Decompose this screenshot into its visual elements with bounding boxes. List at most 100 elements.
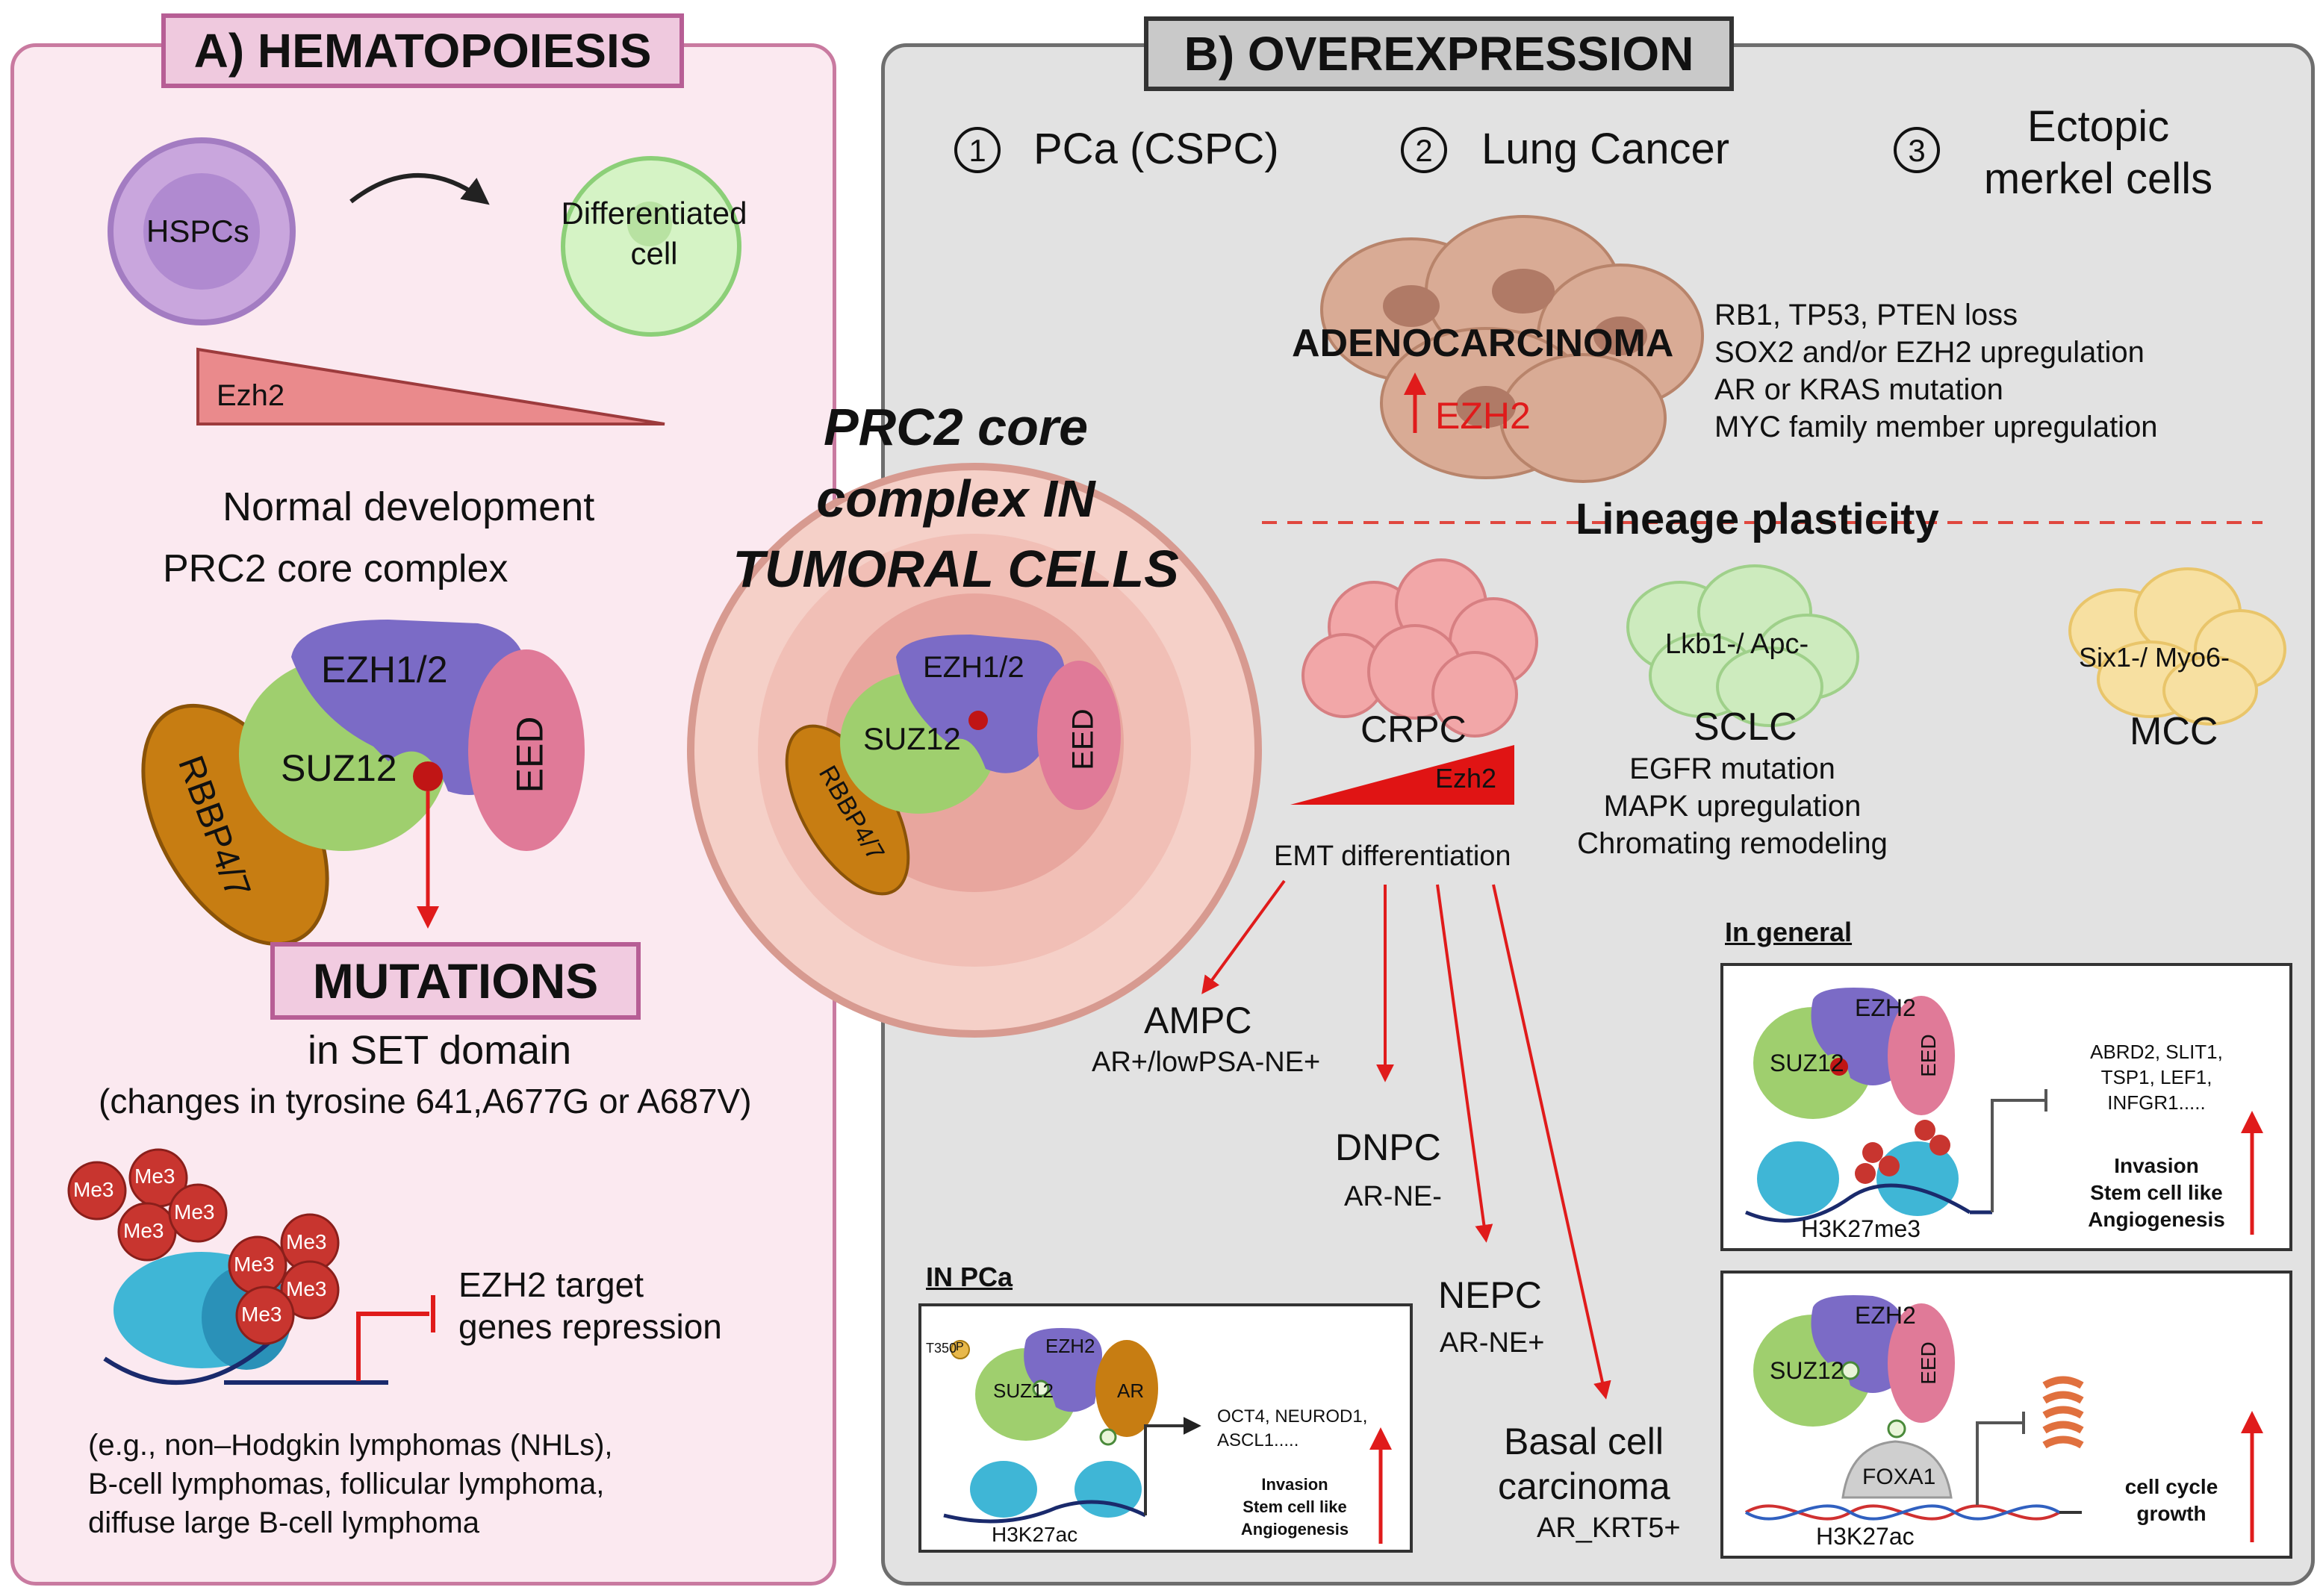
nepc-label: NEPC <box>1438 1274 1542 1316</box>
crpc-ezh2-label: Ezh2 <box>1435 763 1497 794</box>
me3-label: Me3 <box>123 1219 164 1242</box>
mutation-changes: (changes in tyrosine 641,A677G or A687V) <box>99 1082 752 1120</box>
general-box-1-graphics <box>1745 988 2263 1235</box>
ampc-label: AMPC <box>1144 1000 1252 1041</box>
box2-effect-1: cell cycle <box>2124 1475 2218 1498</box>
box2-effect-2: growth <box>2136 1502 2207 1525</box>
pca-effect-3: Angiogenesis <box>1240 1520 1349 1539</box>
box2-mark-label: H3K27ac <box>1816 1523 1915 1550</box>
me3-label: Me3 <box>234 1253 275 1276</box>
mcc-cells-icon <box>2068 567 2286 726</box>
ezh2-gradient-triangle <box>196 347 665 426</box>
crpc-cells-icon <box>1301 558 1538 738</box>
box1-eed-label: EED <box>1916 1034 1940 1077</box>
sclc-list-3: Chromating remodeling <box>1577 827 1888 860</box>
adeno-list-4: MYC family member upregulation <box>1714 411 2158 443</box>
mcc-genes-label: Six1-/ Myo6- <box>2079 642 2230 673</box>
mutations-box: MUTATIONS <box>270 942 641 1020</box>
box1-genes-1: ABRD2, SLIT1, <box>2090 1041 2223 1063</box>
box1-genes-2: TSP1, LEF1, <box>2100 1066 2212 1088</box>
box1-effect-1: Invasion <box>2114 1154 2199 1177</box>
center-eed-label: EED <box>1066 708 1100 770</box>
box2-foxa1-label: FOXA1 <box>1862 1465 1936 1489</box>
adenocarcinoma-nuclei <box>1383 269 1647 428</box>
box2-suz-label: SUZ12 <box>1770 1357 1844 1384</box>
ezh-label: EZH1/2 <box>321 649 448 691</box>
me3-label: Me3 <box>286 1230 327 1253</box>
pca-genes-1: OCT4, NEUROD1, <box>1217 1406 1368 1427</box>
examples-line-1: (e.g., non–Hodgkin lymphomas (NHLs), <box>88 1429 613 1462</box>
differentiation-arrow <box>349 173 490 205</box>
adeno-list-3: AR or KRAS mutation <box>1714 373 2003 406</box>
me3-label: Me3 <box>174 1200 215 1224</box>
box1-ezh2-label: EZH2 <box>1855 994 1916 1021</box>
pca-t350-label: T350 <box>926 1341 957 1356</box>
box1-effect-2: Stem cell like <box>2090 1181 2223 1204</box>
number-circle-2: 2 <box>1401 127 1447 173</box>
crpc-ezh2-gradient <box>1290 745 1514 805</box>
nucleosome-me3-icon <box>67 1148 388 1385</box>
nepc-sub-label: AR-NE+ <box>1440 1327 1545 1359</box>
me3-label: Me3 <box>286 1277 327 1300</box>
panel-b-title: B) OVEREXPRESSION <box>1144 16 1734 91</box>
sclc-genes-label: Lkb1-/ Apc- <box>1665 629 1809 660</box>
adeno-ezh2-label: EZH2 <box>1435 395 1531 437</box>
box2-eed-label: EED <box>1916 1341 1940 1385</box>
differentiated-label-2: cell <box>630 236 678 271</box>
box1-effect-3: Angiogenesis <box>2088 1208 2225 1231</box>
sclc-list-2: MAPK upregulation <box>1603 790 1862 823</box>
target-label-2: genes repression <box>458 1307 722 1346</box>
sclc-list-1: EGFR mutation <box>1629 752 1835 785</box>
set-domain-label: in SET domain <box>308 1028 572 1073</box>
differentiated-label-1: Differentiated <box>561 196 747 231</box>
center-suz-label: SUZ12 <box>863 721 961 756</box>
me3-label: Me3 <box>73 1178 114 1201</box>
panel-a-title: A) HEMATOPOIESIS <box>161 13 684 88</box>
hspcs-label: HSPCs <box>146 213 249 249</box>
normal-development-label: Normal development <box>223 484 595 529</box>
ampc-sub-label: AR+/lowPSA-NE+ <box>1092 1047 1321 1078</box>
general-box-1: EZH2 SUZ12 EED ABRD2, SLIT1, TSP1, LEF1,… <box>1720 963 2292 1251</box>
emt-label: EMT differentiation <box>1274 841 1511 872</box>
in-general-label: In general <box>1725 917 1853 947</box>
general-box-2-graphics <box>1744 1295 2263 1542</box>
item1-label: PCa (CSPC) <box>1033 125 1279 173</box>
emt-arrows <box>1201 879 1611 1400</box>
lineage-plasticity-label: Lineage plasticity <box>1576 495 1939 543</box>
box2-ezh2-label: EZH2 <box>1855 1302 1916 1329</box>
general-box-2: EZH2 SUZ12 EED FOXA1 cell cycle growth H… <box>1720 1271 2292 1559</box>
adenocarcinoma-label: ADENOCARCINOMA <box>1292 322 1674 365</box>
box1-suz-label: SUZ12 <box>1770 1050 1844 1076</box>
differentiated-cell-icon <box>561 156 741 337</box>
prc2-complex-icon <box>141 620 585 947</box>
center-ezh-label: EZH1/2 <box>923 651 1024 684</box>
crpc-label: CRPC <box>1360 708 1467 750</box>
box1-genes-3: INFGR1..... <box>2107 1091 2206 1114</box>
examples-line-3: diffuse large B-cell lymphoma <box>88 1506 479 1539</box>
number-circle-1: 1 <box>954 127 1001 173</box>
pca-genes-2: ASCL1..... <box>1217 1430 1299 1450</box>
adeno-list-1: RB1, TP53, PTEN loss <box>1714 299 2018 331</box>
item3-label-2: merkel cells <box>1983 155 2213 203</box>
hspc-cell-icon <box>108 137 296 325</box>
pca-effect-1: Invasion <box>1261 1475 1328 1494</box>
prc2-tumoral-complex-icon <box>785 635 1121 896</box>
dnpc-label: DNPC <box>1335 1126 1441 1168</box>
dnpc-sub-label: AR-NE- <box>1344 1181 1442 1212</box>
suz-label: SUZ12 <box>281 747 397 789</box>
eed-label: EED <box>509 716 551 794</box>
pca-box-graphics <box>943 1328 1392 1544</box>
me3-label: Me3 <box>134 1165 175 1188</box>
examples-line-2: B-cell lymphomas, follicular lymphoma, <box>88 1468 605 1500</box>
pca-suz-label: SUZ12 <box>993 1380 1054 1402</box>
box1-mark-label: H3K27me3 <box>1801 1215 1921 1242</box>
target-label-1: EZH2 target <box>458 1265 644 1304</box>
pca-effect-2: Stem cell like <box>1243 1497 1347 1516</box>
center-title-3: TUMORAL CELLS <box>733 540 1179 598</box>
basal-sub-label: AR_KRT5+ <box>1537 1512 1681 1544</box>
pca-p-label: P <box>956 1341 964 1353</box>
pca-ar-label: AR <box>1117 1380 1145 1402</box>
ezh2-gradient-label: Ezh2 <box>217 379 285 412</box>
basal-label-1: Basal cell <box>1504 1421 1664 1462</box>
center-title-1: PRC2 core <box>823 398 1089 456</box>
